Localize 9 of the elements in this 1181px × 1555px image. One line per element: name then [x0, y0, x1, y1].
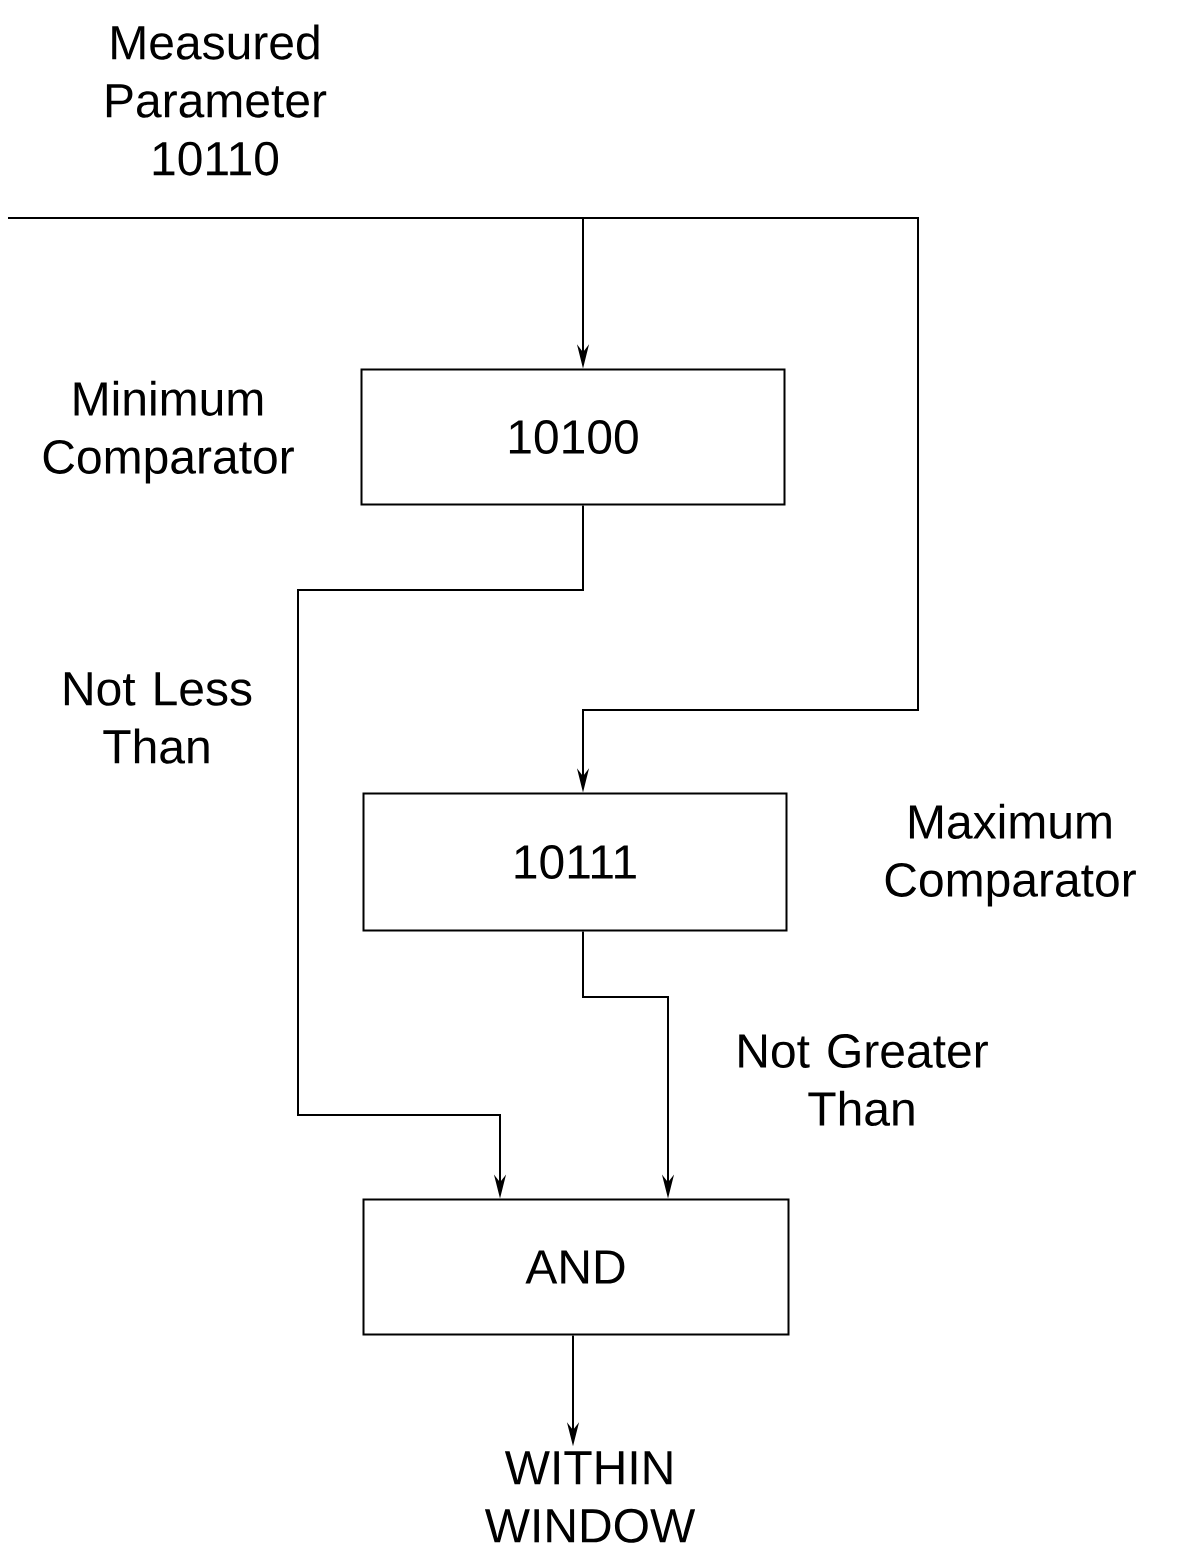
edge-label: Not Greater Than: [739, 1034, 988, 1126]
process-box: AND: [362, 1198, 790, 1336]
process-box: 10111: [362, 792, 788, 932]
process-box: 10100: [360, 368, 786, 506]
node-caption: Maximum Comparator: [885, 803, 1136, 907]
node-caption: Minimum Comparator: [43, 380, 294, 484]
edge-label: Measured Parameter 10110: [106, 24, 327, 176]
edge-label: Not Less Than: [64, 672, 252, 764]
output-label: WITHIN WINDOW: [484, 1451, 696, 1543]
